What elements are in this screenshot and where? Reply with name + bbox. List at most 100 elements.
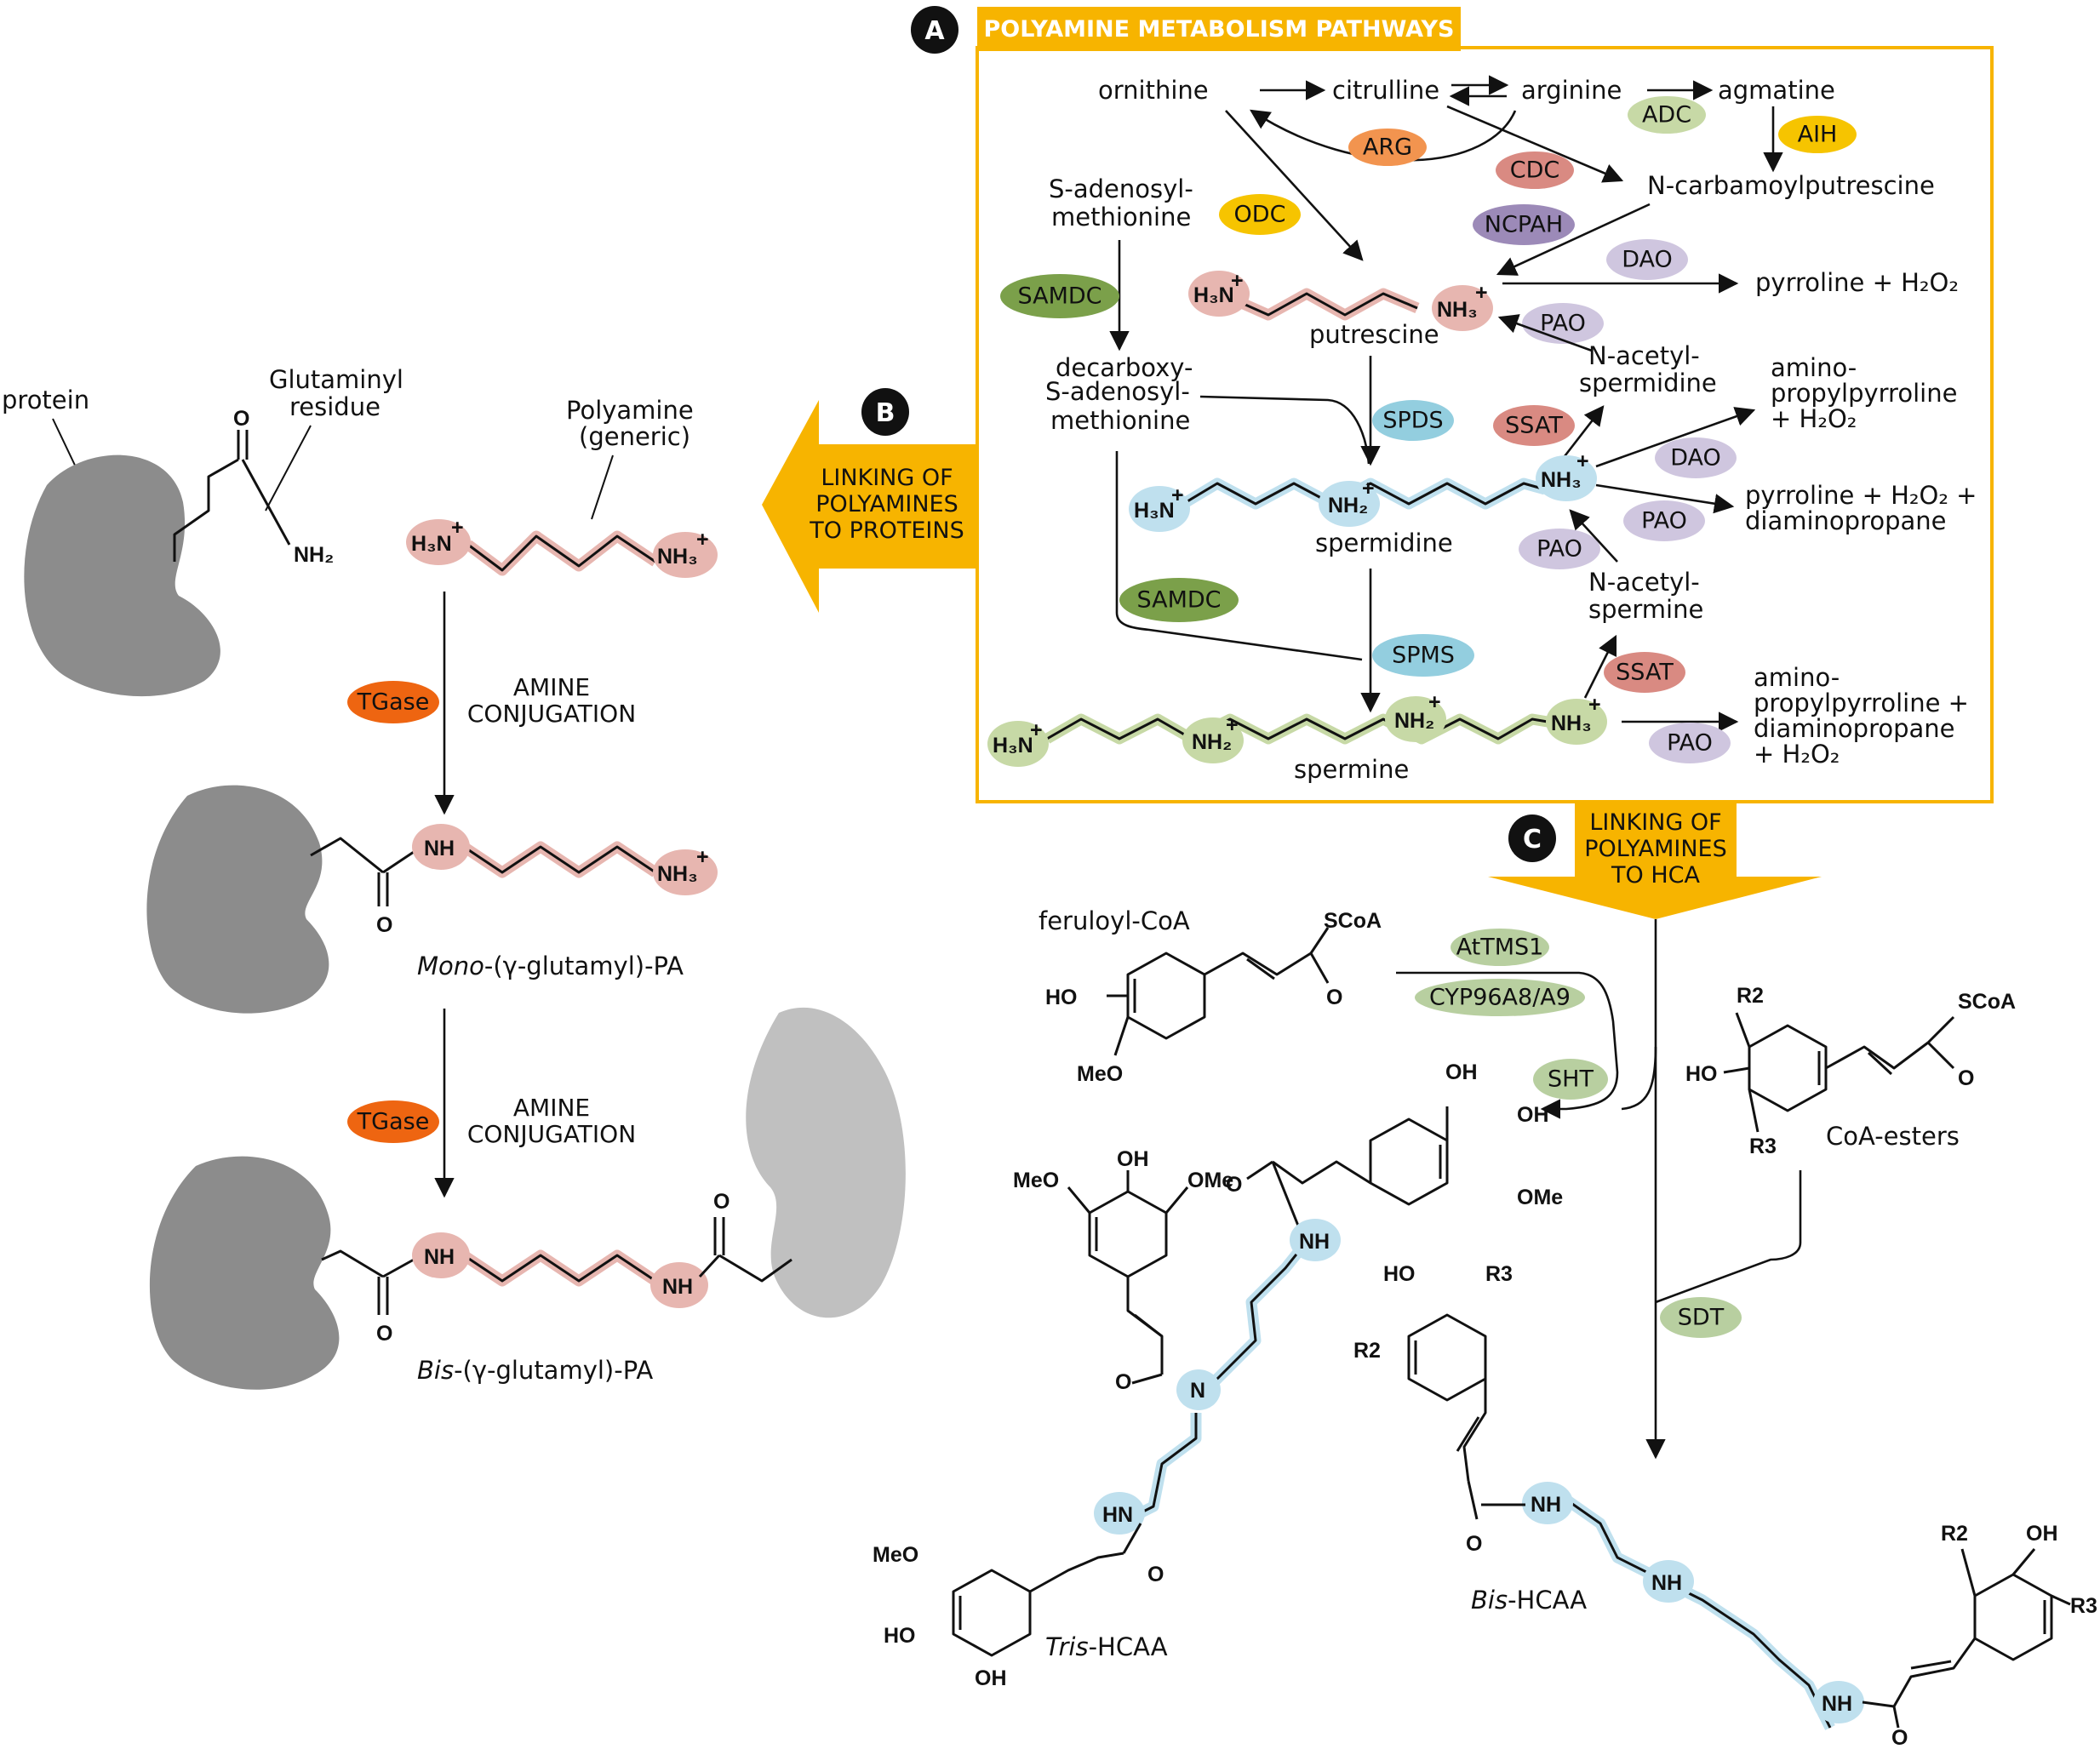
tris-top-co-bond: [1131, 1373, 1163, 1385]
feruloyl-scoa: SCoA: [1324, 909, 1382, 933]
app-label-1: amino-: [1771, 353, 1857, 382]
enzyme-pao-3-label: PAO: [1536, 536, 1582, 563]
enzyme-attms1: [1451, 929, 1549, 966]
protein-shape-4: [746, 1007, 906, 1318]
panel-b-arrow: [762, 400, 977, 613]
bis-hcaa-nh-1-highlight: [1522, 1482, 1573, 1524]
spermidine-nh2-plus: +: [1362, 477, 1375, 500]
feruloyl-coa-label: feruloyl-CoA: [1039, 906, 1190, 935]
tris-nh-top-highlight: [1290, 1219, 1341, 1261]
coa-esters-label: CoA-esters: [1826, 1122, 1960, 1151]
amine-conj-2-line-2: CONJUGATION: [467, 1120, 636, 1148]
tris-ring-right: [1369, 1117, 1449, 1206]
panel-a-border: [976, 46, 1994, 803]
enzyme-arg-label: ARG: [1363, 134, 1412, 161]
bis-hcaa-r2-top: R2: [1353, 1339, 1381, 1363]
enzyme-samdc-1-label: SAMDC: [1017, 283, 1101, 310]
spermine-nh3: NH₃: [1551, 712, 1592, 735]
polyamine-label-2: (generic): [579, 422, 690, 451]
bis-label: Bis-(γ-glutamyl)-PA: [417, 1356, 653, 1385]
dcsam-label-1: decarboxy-: [1056, 353, 1193, 382]
mono-nh: NH: [424, 837, 455, 860]
app-dap-label-2: propylpyrroline +: [1754, 689, 1969, 717]
bis-o-left: O: [376, 1322, 392, 1346]
coa-ester-vinyl-double: [1867, 1051, 1893, 1076]
arrow-branch-sht: [1621, 1046, 1657, 1111]
protein-shape-1: [24, 454, 220, 697]
spermine-h3n: H₃N: [993, 734, 1033, 757]
spermine-label: spermine: [1294, 755, 1409, 784]
panel-a-badge: [911, 6, 958, 54]
feruloyl-ring: [1126, 952, 1206, 1040]
n-carbamoylputrescine-label: N-carbamoylputrescine: [1647, 171, 1935, 200]
mono-o: O: [376, 913, 392, 937]
generic-nh3: NH₃: [657, 545, 698, 569]
enzyme-sht-label: SHT: [1548, 1066, 1594, 1093]
spermine-nh2-a-plus: +: [1226, 713, 1239, 737]
protein-shape-3: [149, 1156, 340, 1390]
n-acetyl-spermine-label-2: spermine: [1588, 595, 1703, 624]
enzyme-tgase-1-label: TGase: [357, 689, 430, 716]
bis-hcaa-prefix: Bis: [1471, 1586, 1508, 1615]
mono-nh3-plus: +: [696, 845, 709, 869]
tris-right-oh1: OH: [1445, 1060, 1478, 1084]
tris-hn: HN: [1102, 1503, 1133, 1527]
spermidine-nh2-highlight: [1319, 481, 1380, 527]
spermine-nh2-b: NH₂: [1394, 709, 1434, 733]
mono-nh3-highlight: [653, 849, 718, 895]
tris-top-meo-bond: [1067, 1186, 1091, 1214]
bis-label-prefix: Bis: [417, 1356, 454, 1385]
arrow-feruloyl-sht: [1396, 971, 1619, 1119]
enzyme-pao-2-label: PAO: [1641, 508, 1687, 534]
mono-label: Mono-(γ-glutamyl)-PA: [417, 952, 684, 980]
feruloyl-o: O: [1326, 986, 1342, 1009]
enzyme-sdt: [1660, 1297, 1742, 1338]
enzyme-tgase-1: [347, 681, 439, 723]
bis-hcaa-amide-3: [1862, 1700, 1895, 1708]
enzyme-tgase-2-label: TGase: [357, 1109, 430, 1135]
bis-hcaa-suffix: -HCAA: [1508, 1586, 1587, 1615]
putrescine-nh3-plus: +: [1475, 281, 1488, 305]
mono-label-suffix: -(γ-glutamyl)-PA: [484, 952, 684, 980]
tris-hcaa-prefix: Tris: [1045, 1632, 1089, 1661]
pyr-dap-label-1: pyrroline + H₂O₂ +: [1745, 481, 1977, 510]
bis-nh-right-highlight: [650, 1262, 708, 1308]
arrow-dcsam-spds: [1199, 395, 1370, 465]
arrow-spd-acspd: [1560, 405, 1605, 460]
coa-ester-o: O: [1958, 1066, 1974, 1090]
citrulline-label: citrulline: [1332, 76, 1439, 105]
bis-hcaa-r3-bottom: R3: [2070, 1594, 2097, 1618]
feruloyl-sco-bond: [1309, 927, 1330, 954]
n-acetyl-spermidine-label-2: spermidine: [1579, 369, 1717, 397]
enzyme-pao-4: [1649, 723, 1731, 763]
bis-hcaa-co-bottom: [1892, 1706, 1900, 1729]
tris-top-o: O: [1115, 1370, 1131, 1394]
tris-right-co-bond: [1246, 1160, 1273, 1180]
dcsam-label-2: S-adenosyl-: [1045, 377, 1190, 406]
bis-hcaa-ring-top: [1407, 1313, 1487, 1402]
coa-ester-ring: [1748, 1024, 1828, 1112]
feruloyl-meo: MeO: [1077, 1062, 1123, 1086]
polyamine-label-1: Polyamine: [566, 396, 694, 425]
spermidine-label: spermidine: [1315, 529, 1453, 557]
bis-glu-chain-left: [321, 1249, 384, 1278]
enzyme-ssat-1: [1493, 405, 1575, 446]
sam-label-2: methionine: [1051, 203, 1191, 231]
mono-polyamine-chain: [463, 845, 656, 874]
panel-c-title-1: LINKING OF: [1589, 809, 1721, 836]
dcsam-label-3: methionine: [1050, 406, 1190, 435]
n-acetyl-spermine-label-1: N-acetyl-: [1588, 568, 1700, 597]
tris-top-ome: OMe: [1187, 1169, 1233, 1192]
tris-top-ome-bond: [1164, 1186, 1189, 1214]
enzyme-aih-label: AIH: [1798, 122, 1838, 148]
tris-bottom-o: O: [1147, 1563, 1164, 1586]
amine-conj-1-line-1: AMINE: [513, 673, 590, 701]
glutaminyl-nh2: NH₂: [294, 543, 334, 567]
arrow-spd-app: [1595, 407, 1756, 468]
generic-nh3-plus: +: [696, 528, 709, 552]
spermidine-nh3-highlight: [1536, 455, 1597, 501]
enzyme-spds: [1372, 400, 1454, 441]
tris-hn-highlight: [1094, 1492, 1145, 1535]
enzyme-sdt-label: SDT: [1678, 1305, 1725, 1331]
